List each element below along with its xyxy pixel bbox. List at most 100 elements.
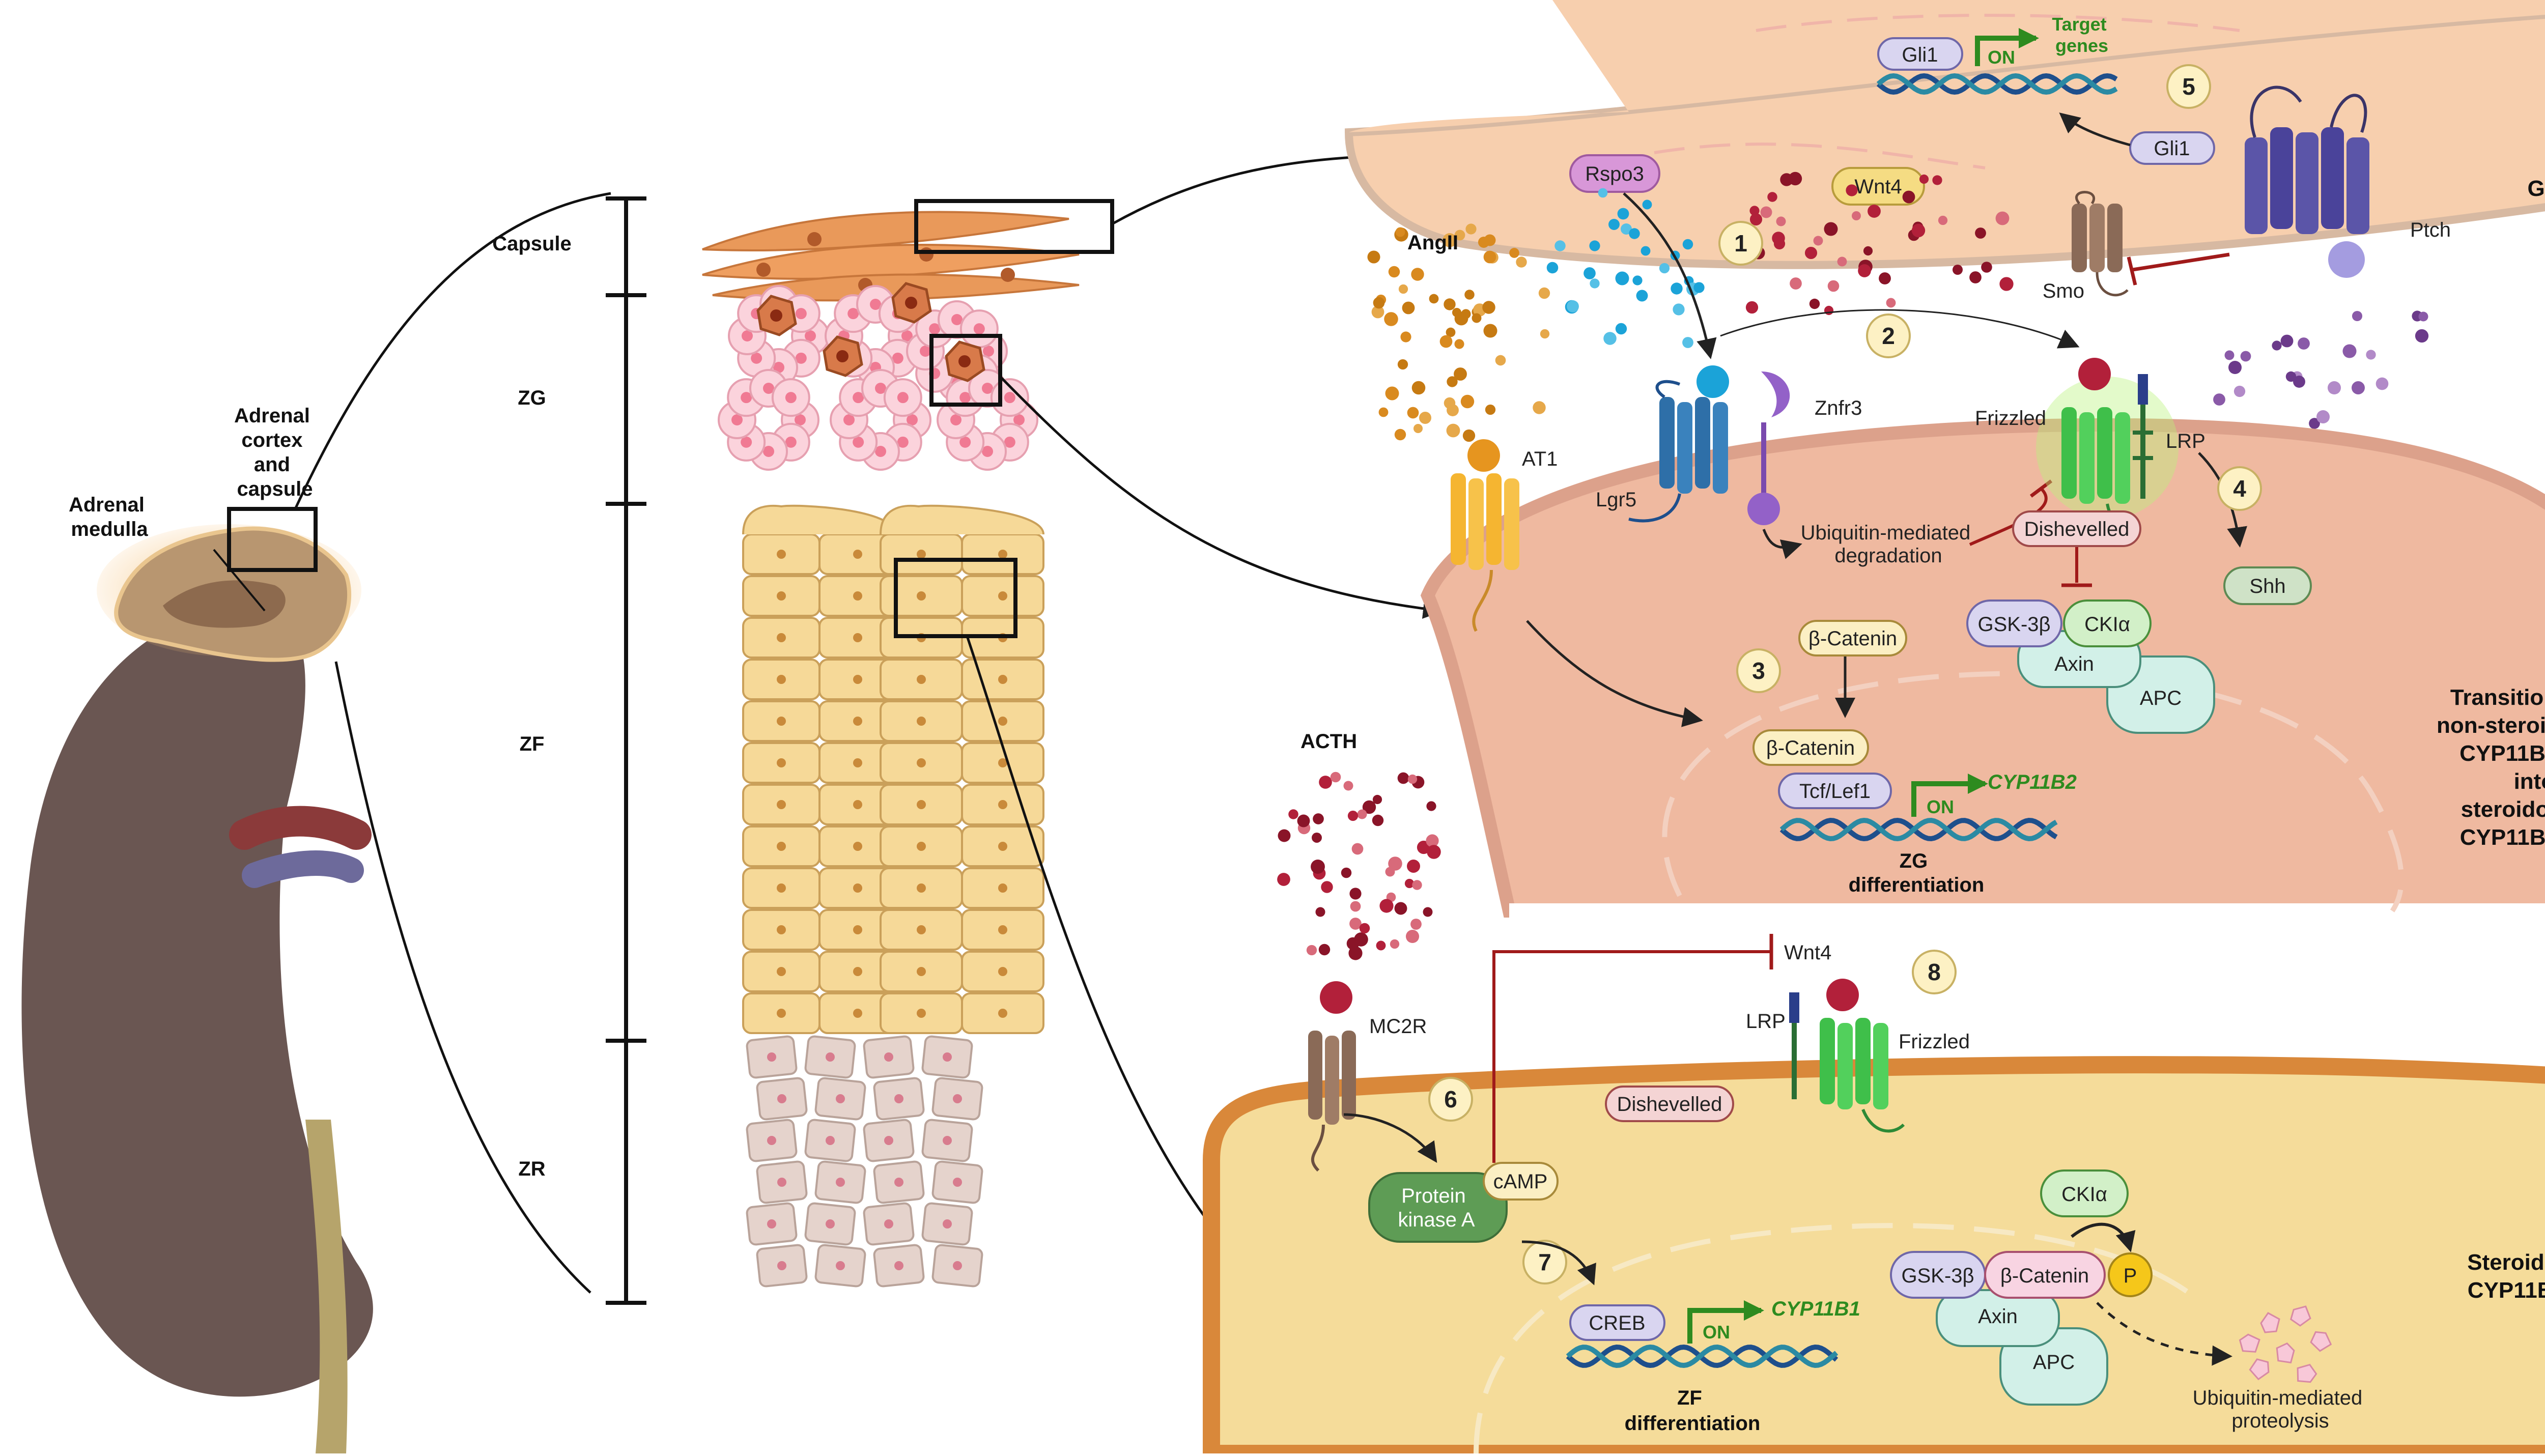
capsule-cells [702, 211, 1080, 302]
zone-scale-bar [606, 196, 646, 1305]
svg-text:4: 4 [2233, 475, 2246, 502]
step-6: 6 [1428, 1077, 1473, 1122]
zr-cells [746, 1035, 983, 1288]
svg-text:CKIα: CKIα [2061, 1183, 2107, 1206]
zoom-curve-bottom [334, 661, 591, 1294]
mc2r-to-pka-arrow [1343, 1113, 1437, 1163]
at1-label: AT1 [1522, 448, 1558, 470]
zoom-curve-top [294, 192, 611, 510]
svg-text:2: 2 [1882, 323, 1895, 349]
at1-to-bcat-arrow [1526, 620, 1703, 727]
svg-text:Dishevelled: Dishevelled [1617, 1093, 1722, 1116]
gli1-cell-label: Gli1+ cell [2528, 176, 2545, 201]
proteolysis-fragments [2239, 1305, 2332, 1383]
svg-text:P: P [2124, 1265, 2137, 1287]
destruction-complex-zf: APC Axin GSK-3β β-Catenin P [1890, 1251, 2153, 1406]
on-label-zf: ON [1703, 1322, 1730, 1343]
svg-text:Dishevelled: Dishevelled [2024, 518, 2130, 540]
wnt4-to-frizzled-arrow [1720, 309, 2080, 349]
zg-zoom-box [929, 334, 1002, 407]
ligand-dots [1277, 172, 2429, 960]
svg-text:GSK-3β: GSK-3β [1901, 1265, 1974, 1287]
adrenal-zoom-box [227, 507, 318, 572]
dna-zf [1566, 1344, 1839, 1368]
on-arrow-zf [1687, 1300, 1764, 1344]
adrenal-cortex-label: Adrenal cortex and capsule [234, 405, 316, 500]
target-genes-label: Target genes [2052, 14, 2111, 56]
step-2: 2 [1866, 313, 1911, 358]
on-arrow-zg [1911, 774, 1988, 817]
zg-cell [1420, 418, 2545, 918]
destruction-complex-zg: APC Axin GSK-3β CKIα [1966, 599, 2215, 734]
zg-zoom-arrow [999, 376, 1444, 619]
svg-text:Gli1: Gli1 [1902, 44, 1938, 66]
svg-text:cAMP: cAMP [1493, 1170, 1548, 1193]
svg-text:6: 6 [1444, 1086, 1457, 1112]
pill-gli1-cytoplasm: Gli1 [2129, 131, 2215, 165]
pill-gsk3b-zg [1966, 599, 2062, 647]
acth-label: ACTH [1300, 730, 1357, 753]
svg-text:APC: APC [2033, 1351, 2075, 1374]
camp-inhibits-wnt4 [1492, 950, 1771, 1163]
frizzled-label-zg: Frizzled [1975, 407, 2046, 430]
smo-label: Smo [2043, 280, 2084, 302]
svg-text:β-Catenin: β-Catenin [1808, 627, 1897, 650]
zg-differentiation-label: ZG differentiation [1849, 850, 1985, 896]
angii-label: AngII [1407, 232, 1458, 254]
pill-gli1-nucleus: Gli1 [1877, 37, 1963, 71]
phosphate-p [2108, 1252, 2153, 1297]
pill-wnt4-top: Wnt4 [1831, 167, 1925, 206]
pill-ck1a-zf: CKIα [2040, 1169, 2129, 1217]
pill-dishevelled-zg: Dishevelled [2012, 510, 2141, 547]
kidney-illustration [21, 605, 373, 1453]
zf-differentiation-label: ZF differentiation [1625, 1387, 1761, 1435]
pill-bcatenin-zf [1984, 1251, 2106, 1299]
on-label-zg: ON [1927, 796, 1954, 817]
svg-text:Tcf/Lef1: Tcf/Lef1 [1799, 780, 1871, 803]
pill-tcf-lef1: Tcf/Lef1 [1778, 773, 1892, 809]
frizzled-receptor-zf [1789, 979, 1905, 1133]
pill-camp: cAMP [1483, 1162, 1559, 1201]
bcat-to-proteolysis-arrow [2096, 1302, 2232, 1366]
step-1: 1 [1718, 221, 1763, 266]
adrenal-medulla-label: Adrenal medulla [69, 494, 150, 540]
dna-zg [1779, 817, 2058, 842]
zf-zoom-box [894, 558, 1017, 638]
proteolysis-label: Ubiquitin-mediated proteolysis [2193, 1387, 2368, 1432]
step-8: 8 [1912, 950, 1957, 994]
frizzled-receptor-zg [2036, 358, 2179, 531]
zf-cell [1203, 1056, 2545, 1456]
ptch-inhibits-smo [2132, 252, 2230, 272]
pill-protein-kinase-a: Protein kinase A [1368, 1172, 1508, 1243]
ubiquitin-degradation-label: Ubiquitin-mediated degradation [1801, 522, 1976, 567]
step-3: 3 [1736, 648, 1781, 693]
zone-label-zf: ZF [520, 733, 545, 755]
svg-text:β-Catenin: β-Catenin [2000, 1265, 2089, 1287]
medulla-pointer [213, 549, 266, 612]
zg-cell-side-label: Transitioning of non-steroidogenic CYP11… [2437, 685, 2545, 850]
at1-receptor [1451, 439, 1519, 632]
svg-text:β-Catenin: β-Catenin [1766, 737, 1855, 759]
pill-dishevelled-zf: Dishevelled [1605, 1086, 1734, 1122]
zf-cell-side-label: Steroidogenic CYP11B1+ cell [2467, 1250, 2545, 1303]
pill-creb: CREB [1569, 1304, 1665, 1341]
zone-label-zr: ZR [518, 1158, 545, 1180]
mc2r-label: MC2R [1369, 1015, 1427, 1038]
zone-label-zg: ZG [518, 387, 546, 409]
frizzled-label-zf: Frizzled [1899, 1031, 1970, 1053]
on-label-top: ON [1988, 47, 2015, 68]
dna-top [1876, 73, 2118, 95]
svg-text:CKIα: CKIα [2084, 613, 2130, 636]
step-5: 5 [2166, 64, 2211, 109]
lrp-label-zf: LRP [1746, 1010, 1786, 1033]
pill-bcatenin-cytoplasm-zg: β-Catenin [1798, 620, 1907, 656]
pill-bcatenin-nucleus-zg: β-Catenin [1752, 729, 1869, 766]
mc2r-receptor [1308, 981, 1356, 1172]
svg-text:7: 7 [1538, 1249, 1551, 1275]
capsule-zoom-box [914, 199, 1114, 254]
svg-text:Gli1: Gli1 [2154, 137, 2190, 160]
znfr3-receptor [1747, 372, 1790, 525]
rspo3-binds-lgr5-arrow [1623, 192, 1717, 359]
step-4: 4 [2217, 466, 2262, 511]
svg-text:Shh: Shh [2249, 575, 2285, 597]
